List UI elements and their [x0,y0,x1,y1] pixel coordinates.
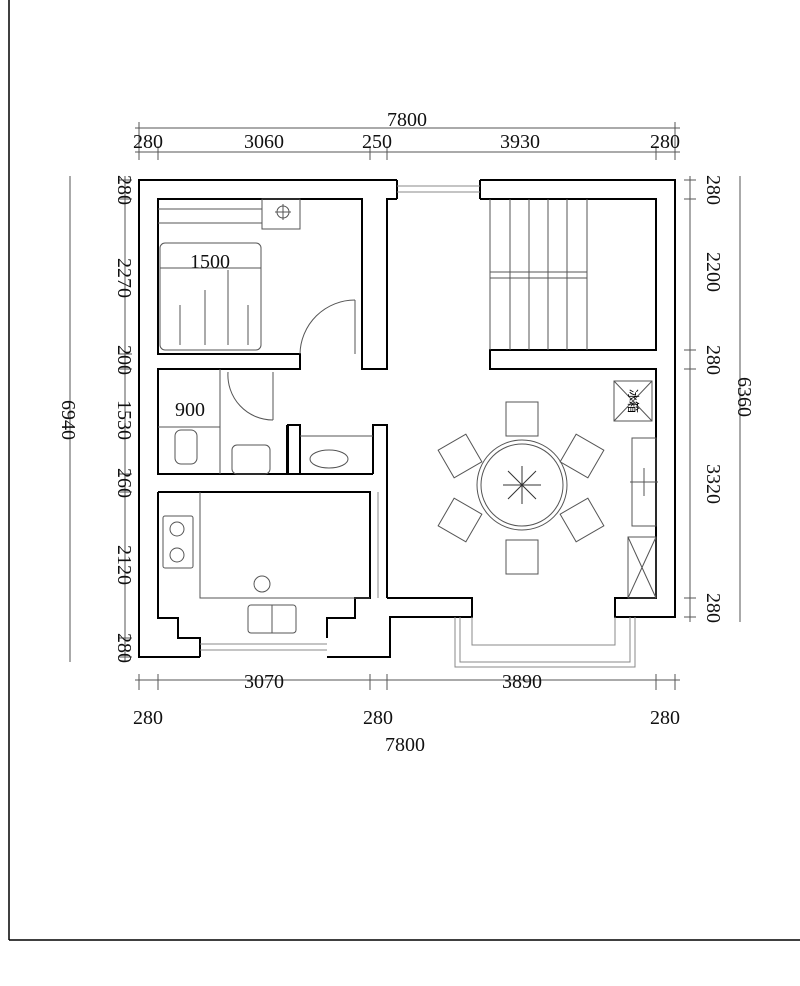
dim-right-4: 3320 [702,464,724,504]
dim-top-2: 3060 [244,131,284,153]
kitchen-fixtures [162,492,370,634]
dim-left-6: 2120 [113,545,135,585]
dim-top-3: 250 [362,131,392,153]
plant-cabinet [627,437,658,599]
dim-bottom-total: 7800 [385,734,425,756]
dim-left-1: 280 [113,175,135,205]
toilet-width-label: 900 [175,399,205,421]
dim-bottom-wall-3: 280 [650,707,680,729]
dim-right-3: 280 [702,345,724,375]
dim-right-5: 280 [702,593,724,623]
dim-left-2: 2270 [113,258,135,298]
staircase [489,199,588,350]
dim-top-5: 280 [650,131,680,153]
dim-right-2: 2200 [702,252,724,292]
bed-width-label: 1500 [190,251,230,273]
fridge-label: 冰箱 [626,389,641,413]
door-bedroom [299,299,356,355]
dim-left-4: 1530 [113,400,135,440]
dim-left-total: 6940 [57,400,79,440]
chairs [437,401,605,575]
dim-bottom-2: 3890 [502,671,542,693]
wardrobe-lamp [261,198,301,230]
dim-bottom-wall-2: 280 [363,707,393,729]
dim-bottom-1: 3070 [244,671,284,693]
bathroom-fixtures [158,369,373,475]
dim-right-total: 6360 [733,377,755,417]
windows [200,185,636,668]
bed [158,208,262,351]
dining-table [476,439,568,531]
dim-bottom-wall-1: 280 [133,707,163,729]
dim-left-5: 260 [113,468,135,498]
dim-top-1: 280 [133,131,163,153]
dim-left-3: 200 [113,345,135,375]
dim-left-7: 280 [113,633,135,663]
fridge [613,380,653,422]
dim-top-total: 7800 [387,109,427,131]
dim-top-4: 3930 [500,131,540,153]
dimension-lines [69,122,741,690]
dim-right-1: 280 [702,175,724,205]
